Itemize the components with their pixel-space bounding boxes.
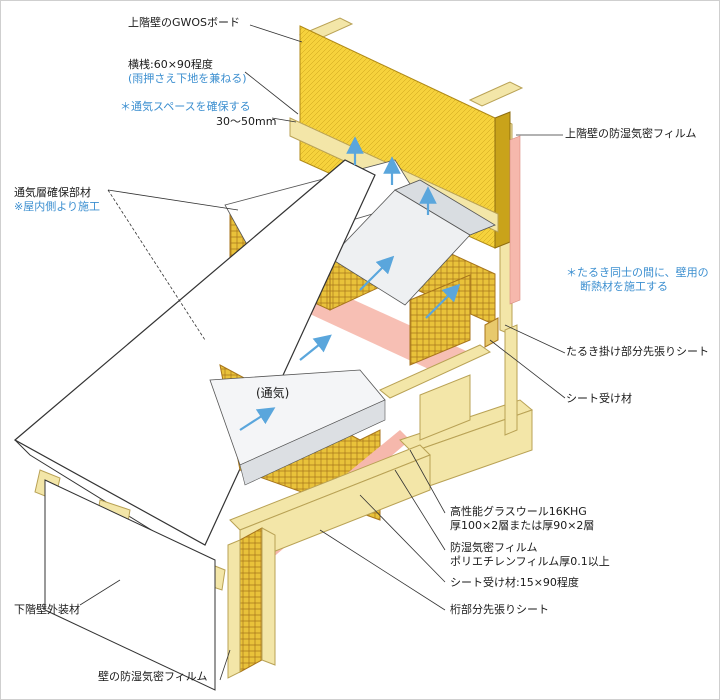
label-wall-film: 壁の防湿気密フィルム <box>98 670 208 683</box>
rafter-post <box>504 324 518 436</box>
label-glasswool-1: 高性能グラスウール16KHG <box>450 505 587 518</box>
label-vent-member-1: 通気層確保部材 <box>14 186 91 199</box>
leader-lines <box>79 24 566 681</box>
label-rafter-sheet: たるき掛け部分先張りシート <box>566 345 709 358</box>
lower-wall-column <box>227 527 276 679</box>
lower-wall-siding <box>44 479 216 691</box>
label-rafter-note-2: 断熱材を施工する <box>580 280 668 293</box>
label-upper-film: 上階壁の防湿気密フィルム <box>565 127 697 140</box>
label-beam-sheet: 桁部分先張りシート <box>450 603 549 616</box>
label-gwos-board: 上階壁のGWOSボード <box>128 16 241 29</box>
label-sheet-support-size: シート受け材:15×90程度 <box>450 576 579 589</box>
support-block <box>484 317 499 348</box>
label-vent-member-2: ※屋内側より施工 <box>14 200 100 213</box>
label-lower-siding: 下階壁外装材 <box>14 603 80 616</box>
label-batten-1: 横桟:60×90程度 <box>128 58 213 71</box>
label-airflow: (通気) <box>256 386 290 400</box>
label-batten-2: (雨押さえ下地を兼ねる) <box>128 72 247 85</box>
main-roof <box>13 159 376 561</box>
upper-film <box>509 135 521 305</box>
label-film-1: 防湿気密フィルム <box>450 541 538 554</box>
label-glasswool-2: 厚100×2層または厚90×2層 <box>450 519 595 532</box>
airflow-arrows <box>239 136 461 431</box>
label-vent-dim: 30～50mm <box>216 115 277 128</box>
label-sheet-support: シート受け材 <box>566 392 632 405</box>
label-vent-space: ＊通気スペースを確保する <box>120 100 251 113</box>
label-rafter-note-1: ＊たるき同士の間に、壁用の <box>566 266 709 279</box>
label-film-2: ポリエチレンフィルム厚0.1以上 <box>450 555 610 568</box>
